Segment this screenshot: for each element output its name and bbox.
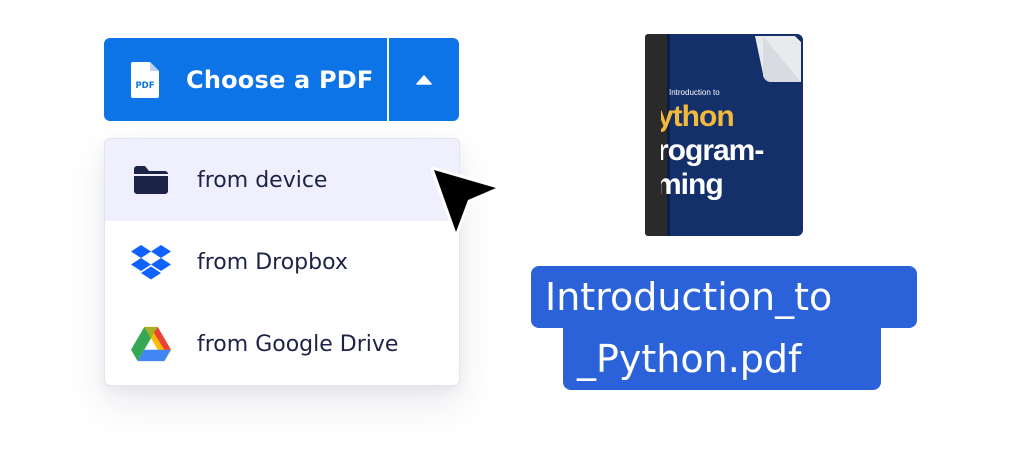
mouse-pointer-icon — [424, 160, 504, 244]
folder-icon — [131, 162, 171, 198]
google-drive-icon — [131, 326, 171, 362]
menu-item-from-google-drive[interactable]: from Google Drive — [105, 303, 459, 385]
button-divider — [387, 38, 389, 121]
filename-line-1: Introduction_to — [531, 266, 917, 328]
menu-item-label: from Dropbox — [197, 249, 348, 275]
menu-item-from-dropbox[interactable]: from Dropbox — [105, 221, 459, 303]
choose-pdf-button[interactable]: PDF Choose a PDF — [104, 38, 387, 121]
source-dropdown-menu: from device from Dropbox — [104, 138, 460, 386]
choose-pdf-split-button: PDF Choose a PDF — [104, 38, 459, 121]
book-subtitle: Introduction to — [669, 88, 720, 97]
filename-badge: Introduction_to _Python.pdf — [531, 266, 917, 392]
pdf-file-icon: PDF — [130, 61, 160, 99]
menu-item-label: from device — [197, 167, 328, 193]
book-title-line-3: ming — [661, 168, 724, 201]
pdf-icon-text: PDF — [135, 81, 154, 91]
book-title-line-2: rogram- — [661, 134, 764, 167]
dropdown-toggle-button[interactable] — [389, 38, 459, 121]
choose-pdf-label: Choose a PDF — [186, 65, 374, 94]
menu-item-from-device[interactable]: from device — [105, 139, 459, 221]
book-title-line-1: ython — [661, 100, 735, 133]
filename-line-2: _Python.pdf — [563, 328, 881, 390]
menu-item-label: from Google Drive — [197, 331, 399, 357]
caret-up-icon — [416, 74, 432, 85]
book-cover-text-area: Introduction to ython rogram- ming — [661, 34, 805, 236]
book-cover-image: Introduction to ython rogram- ming — [645, 34, 805, 236]
dropbox-icon — [131, 244, 171, 280]
